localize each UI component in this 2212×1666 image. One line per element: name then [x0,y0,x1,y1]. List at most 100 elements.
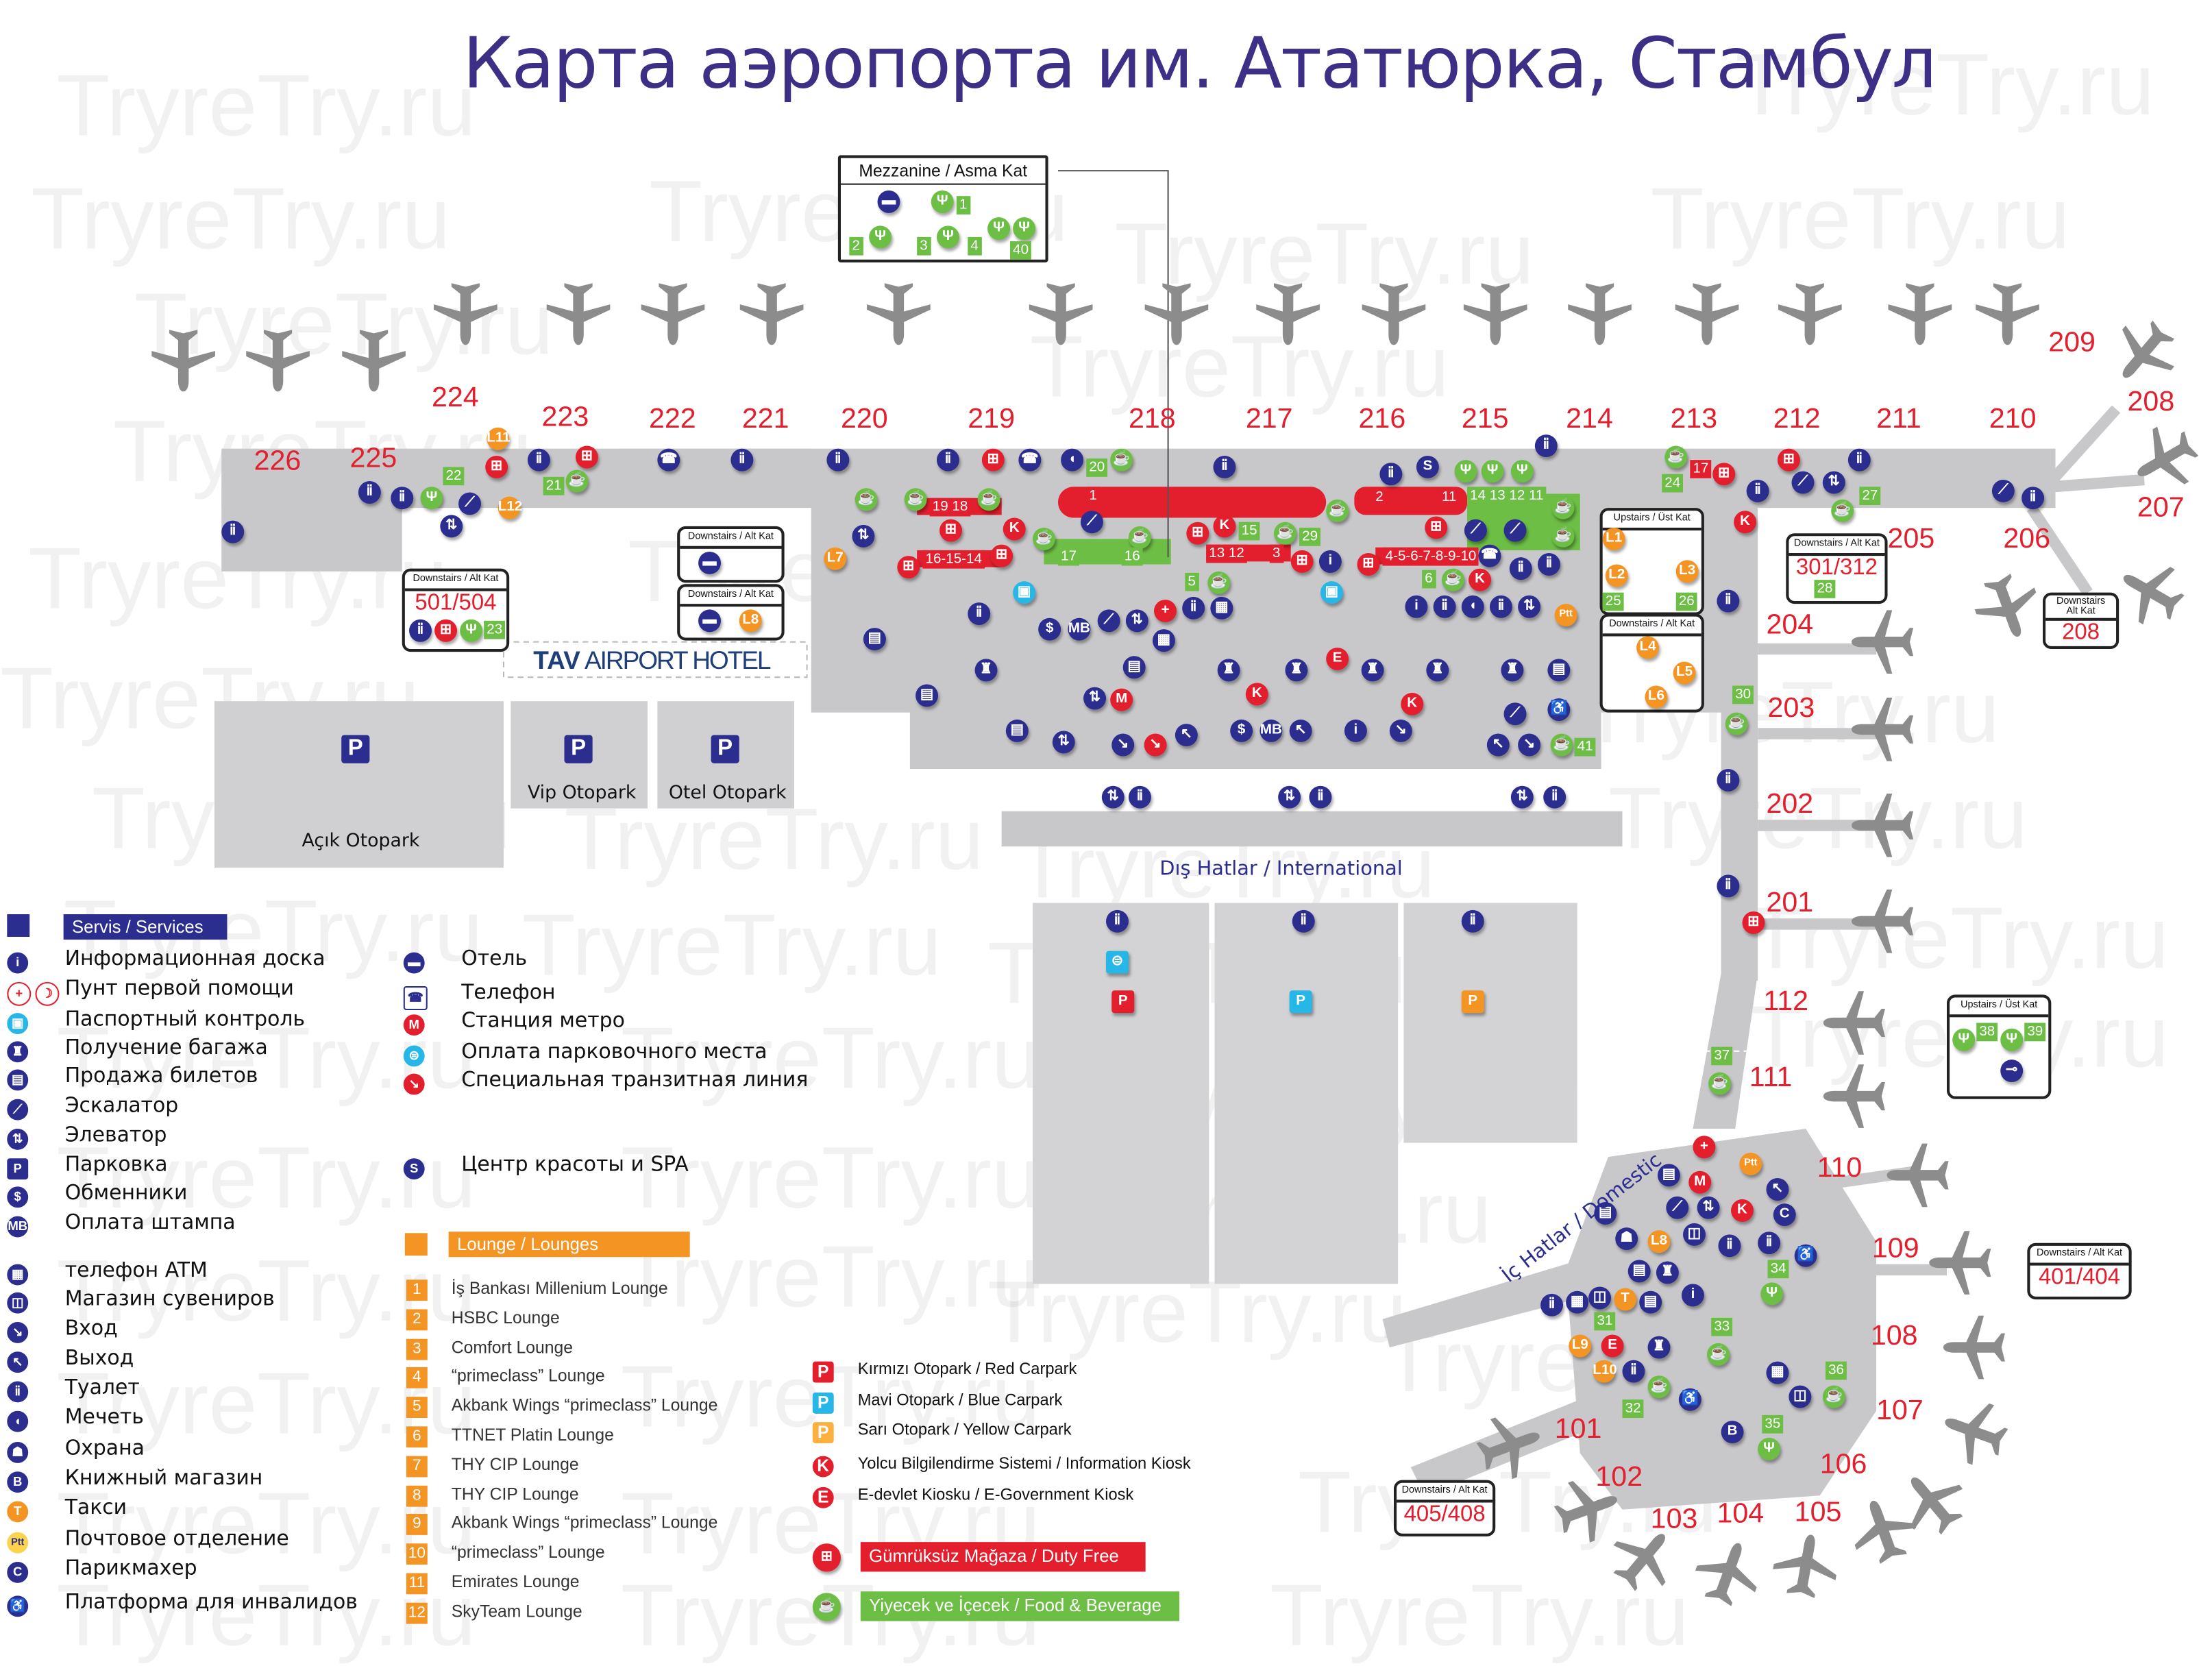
gate-number[interactable]: 212 [1773,403,1821,435]
entrance-icon[interactable]: ↘ [1111,733,1135,757]
ticket-sales-icon[interactable]: ▤ [1005,719,1029,742]
phone-icon[interactable]: ☎ [1018,448,1042,471]
gate-number[interactable]: 204 [1766,609,1814,641]
gate-number[interactable]: 214 [1566,403,1613,435]
escalator-icon[interactable]: ⟋ [1791,471,1815,494]
duty-free-icon[interactable]: ⊞ [485,455,508,478]
elevator-icon[interactable]: ⇅ [440,515,463,538]
gate-number[interactable]: 102 [1595,1461,1643,1493]
ticket-sales-icon[interactable]: ▤ [915,684,939,707]
atm-icon[interactable]: ▦ [1210,596,1233,620]
gate-number[interactable]: 224 [431,382,479,414]
gate-number[interactable]: 201 [1766,887,1814,919]
toilet-icon[interactable]: ⅱ [936,448,959,471]
info-icon[interactable]: i [1344,719,1367,742]
atm-icon[interactable]: ▦ [1766,1361,1789,1384]
toilet-icon[interactable]: ⅱ [1213,455,1236,478]
ticket-sales-icon[interactable]: ▤ [1627,1260,1651,1283]
food-icon[interactable]: ☕ [1647,1375,1671,1399]
duty-free-icon[interactable]: ⊞ [981,448,1005,471]
lounge-marker[interactable]: L7 [824,547,847,570]
gate-number[interactable]: 203 [1767,692,1815,724]
duty-free-icon[interactable]: ⊞ [1290,550,1314,573]
gate-number[interactable]: 109 [1871,1233,1919,1264]
toilet-icon[interactable]: ⅱ [527,448,550,471]
spa-icon[interactable]: S [1416,455,1439,478]
elevator-icon[interactable]: ⇅ [1822,471,1845,494]
entrance-icon[interactable]: ↘ [1518,733,1541,757]
toilet-icon[interactable]: ⅱ [1292,909,1315,933]
gate-number[interactable]: 103 [1650,1504,1698,1535]
toilet-icon[interactable]: ⅱ [1461,909,1484,933]
food-icon[interactable]: Ψ [1758,1437,1781,1460]
gate-number[interactable]: 108 [1870,1320,1918,1352]
gate-number[interactable]: 210 [1989,403,2037,435]
duty-free-icon[interactable]: ⊞ [1777,448,1800,471]
food-icon[interactable]: ☕ [565,469,589,493]
lounge-marker[interactable]: L9 [1569,1334,1592,1358]
escalator-icon[interactable]: ⟋ [1503,519,1527,542]
elevator-icon[interactable]: ⇅ [1697,1196,1720,1219]
food-icon[interactable]: Ψ [1510,460,1534,483]
kiosk-icon[interactable]: K [1731,1199,1754,1222]
gate-number[interactable]: 209 [2048,327,2096,358]
gate-number[interactable]: 106 [1819,1449,1867,1480]
elevator-icon[interactable]: ⇅ [1083,687,1107,710]
toilet-icon[interactable]: ⅱ [1717,874,1740,898]
gate-number[interactable]: 208 [2127,387,2175,418]
escalator-icon[interactable]: ⟋ [1666,1196,1689,1219]
ticket-sales-icon[interactable]: ▤ [1657,1164,1680,1187]
passport-control-icon[interactable]: ▣ [1013,581,1036,604]
elevator-icon[interactable]: ⇅ [852,524,875,548]
wheelchair-icon[interactable]: ♿ [1794,1244,1817,1267]
baggage-claim-icon[interactable]: ♜ [1647,1336,1671,1359]
food-icon[interactable]: ☕ [1707,1343,1730,1366]
toilet-icon[interactable]: ⅱ [391,487,414,510]
toilet-icon[interactable]: ⅱ [1543,785,1566,809]
ticket-sales-icon[interactable]: ▤ [1639,1290,1662,1314]
gate-number[interactable]: 104 [1717,1498,1765,1530]
toilet-icon[interactable]: ⅱ [1128,785,1151,809]
stamp-icon[interactable]: MB [1259,719,1283,742]
lounge-marker[interactable]: L10 [1593,1360,1617,1383]
escalator-icon[interactable]: ⟋ [1503,702,1527,726]
escalator-icon[interactable]: ⟋ [1464,519,1487,542]
toilet-icon[interactable]: ⅱ [1182,596,1205,620]
kiosk-icon[interactable]: K [1245,683,1268,706]
baggage-claim-icon[interactable]: ♜ [1361,659,1384,682]
ticket-sales-icon[interactable]: ▤ [863,628,886,651]
baggage-claim-icon[interactable]: ♜ [1285,659,1308,682]
parking-hotel[interactable]: P Otel Otopark [657,701,795,809]
escalator-icon[interactable]: ⟋ [1097,609,1120,633]
metro-icon[interactable]: M [1110,688,1133,711]
toilet-icon[interactable]: ⅱ [1509,557,1532,580]
gift-shop-icon[interactable]: ◫ [1588,1286,1612,1310]
lounge-marker[interactable]: L12 [497,496,522,519]
baggage-claim-icon[interactable]: ♜ [1501,659,1524,682]
phone-icon[interactable]: ☎ [657,448,680,471]
toilet-icon[interactable]: ⅱ [826,448,850,471]
exit-icon[interactable]: ↖ [1486,733,1510,757]
barber-icon[interactable]: C [1773,1203,1796,1227]
toilet-icon[interactable]: ⅱ [1718,1234,1741,1258]
info-icon[interactable]: i [1318,550,1342,573]
toilet-icon[interactable]: ⅱ [1379,463,1403,486]
elevator-icon[interactable]: ⇅ [1125,609,1148,633]
duty-free-icon[interactable]: ⊞ [1712,463,1736,486]
gate-number[interactable]: 101 [1554,1413,1602,1445]
toilet-icon[interactable]: ⅱ [1309,785,1332,809]
gate-number[interactable]: 112 [1763,986,1809,1018]
food-icon[interactable]: ☕ [1551,524,1575,548]
toilet-icon[interactable]: ⅱ [1433,595,1456,618]
first-aid-icon[interactable]: + [1693,1136,1716,1159]
food-icon[interactable]: Ψ [420,487,443,510]
food-icon[interactable]: ☕ [1664,445,1688,469]
stamp-icon[interactable]: MB [1068,617,1091,641]
food-icon[interactable]: ☕ [1326,499,1349,522]
atm-icon[interactable]: ▦ [1152,629,1175,652]
post-office-icon[interactable]: Ptt [1554,604,1577,627]
baggage-claim-icon[interactable]: ♜ [1217,659,1240,682]
gate-number[interactable]: 213 [1670,403,1718,435]
toilet-icon[interactable]: ⅱ [1717,589,1740,613]
kiosk-icon[interactable]: K [1734,511,1757,534]
